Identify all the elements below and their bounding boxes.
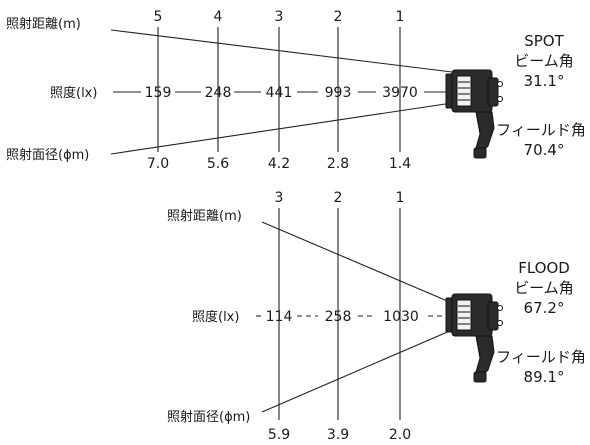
spot-diameter-value: 5.6 bbox=[207, 156, 229, 172]
flood-illuminance-value: 258 bbox=[325, 309, 352, 325]
spot-illuminance-label: 照度(lx) bbox=[50, 85, 97, 101]
flood-diameter-label: 照射面径(ϕm) bbox=[167, 409, 250, 425]
flood-diameter-value: 3.9 bbox=[327, 427, 349, 443]
spot-distance-value: 4 bbox=[214, 9, 223, 25]
spot-diameter-value: 7.0 bbox=[147, 156, 169, 172]
spot-illuminance-value: 159 bbox=[145, 85, 172, 101]
spot-field-angle: 70.4° bbox=[524, 141, 565, 159]
flood-distance-value: 3 bbox=[275, 190, 284, 206]
flood-diameter-value: 5.9 bbox=[268, 427, 290, 443]
spot-diagram: 照射距離(m) 照度(lx) 照射面径(ϕm) 5 4 3 2 1 159 24… bbox=[6, 9, 586, 172]
flood-distance-value: 2 bbox=[334, 190, 343, 206]
flood-beam-angle: 67.2° bbox=[524, 299, 565, 317]
flood-field-label: フィールド角 bbox=[496, 348, 586, 366]
spot-distance-label: 照射距離(m) bbox=[6, 16, 81, 32]
flood-lower-beam-line bbox=[261, 329, 453, 413]
spot-beam-label: ビーム角 bbox=[514, 52, 574, 70]
spot-diameter-value: 2.8 bbox=[327, 156, 349, 172]
spot-distance-value: 1 bbox=[396, 9, 405, 25]
spot-mode-label: SPOT bbox=[524, 32, 564, 50]
flood-illuminance-value: 114 bbox=[266, 309, 293, 325]
spot-illuminance-value: 993 bbox=[325, 85, 352, 101]
spot-illuminance-value: 248 bbox=[205, 85, 232, 101]
spot-field-label: フィールド角 bbox=[496, 121, 586, 139]
spot-diameter-value: 1.4 bbox=[389, 156, 411, 172]
flood-mode-label: FLOOD bbox=[518, 259, 570, 277]
spot-distance-value: 3 bbox=[275, 9, 284, 25]
spot-beam-angle: 31.1° bbox=[524, 72, 565, 90]
spot-distance-value: 5 bbox=[154, 9, 163, 25]
flood-beam-label: ビーム角 bbox=[514, 279, 574, 297]
spot-light-fixture-icon bbox=[445, 69, 503, 159]
spot-lower-beam-line bbox=[110, 102, 453, 155]
spot-illuminance-value: 441 bbox=[266, 85, 293, 101]
spot-upper-beam-line bbox=[110, 29, 453, 73]
flood-light-fixture-icon bbox=[445, 293, 503, 383]
spot-illuminance-value: 3970 bbox=[382, 85, 418, 101]
flood-diagram: 照射距離(m) 照度(lx) 照射面径(ϕm) 3 2 1 114 258 10… bbox=[167, 190, 586, 443]
flood-illuminance-value: 1030 bbox=[383, 309, 419, 325]
flood-illuminance-label: 照度(lx) bbox=[192, 309, 239, 325]
flood-field-angle: 89.1° bbox=[524, 368, 565, 386]
spot-diameter-label: 照射面径(ϕm) bbox=[6, 147, 89, 163]
flood-diameter-value: 2.0 bbox=[389, 427, 411, 443]
flood-distance-value: 1 bbox=[396, 190, 405, 206]
spot-distance-value: 2 bbox=[334, 9, 343, 25]
flood-distance-label: 照射距離(m) bbox=[167, 208, 242, 224]
spot-diameter-value: 4.2 bbox=[268, 156, 290, 172]
flood-upper-beam-line bbox=[261, 221, 453, 304]
